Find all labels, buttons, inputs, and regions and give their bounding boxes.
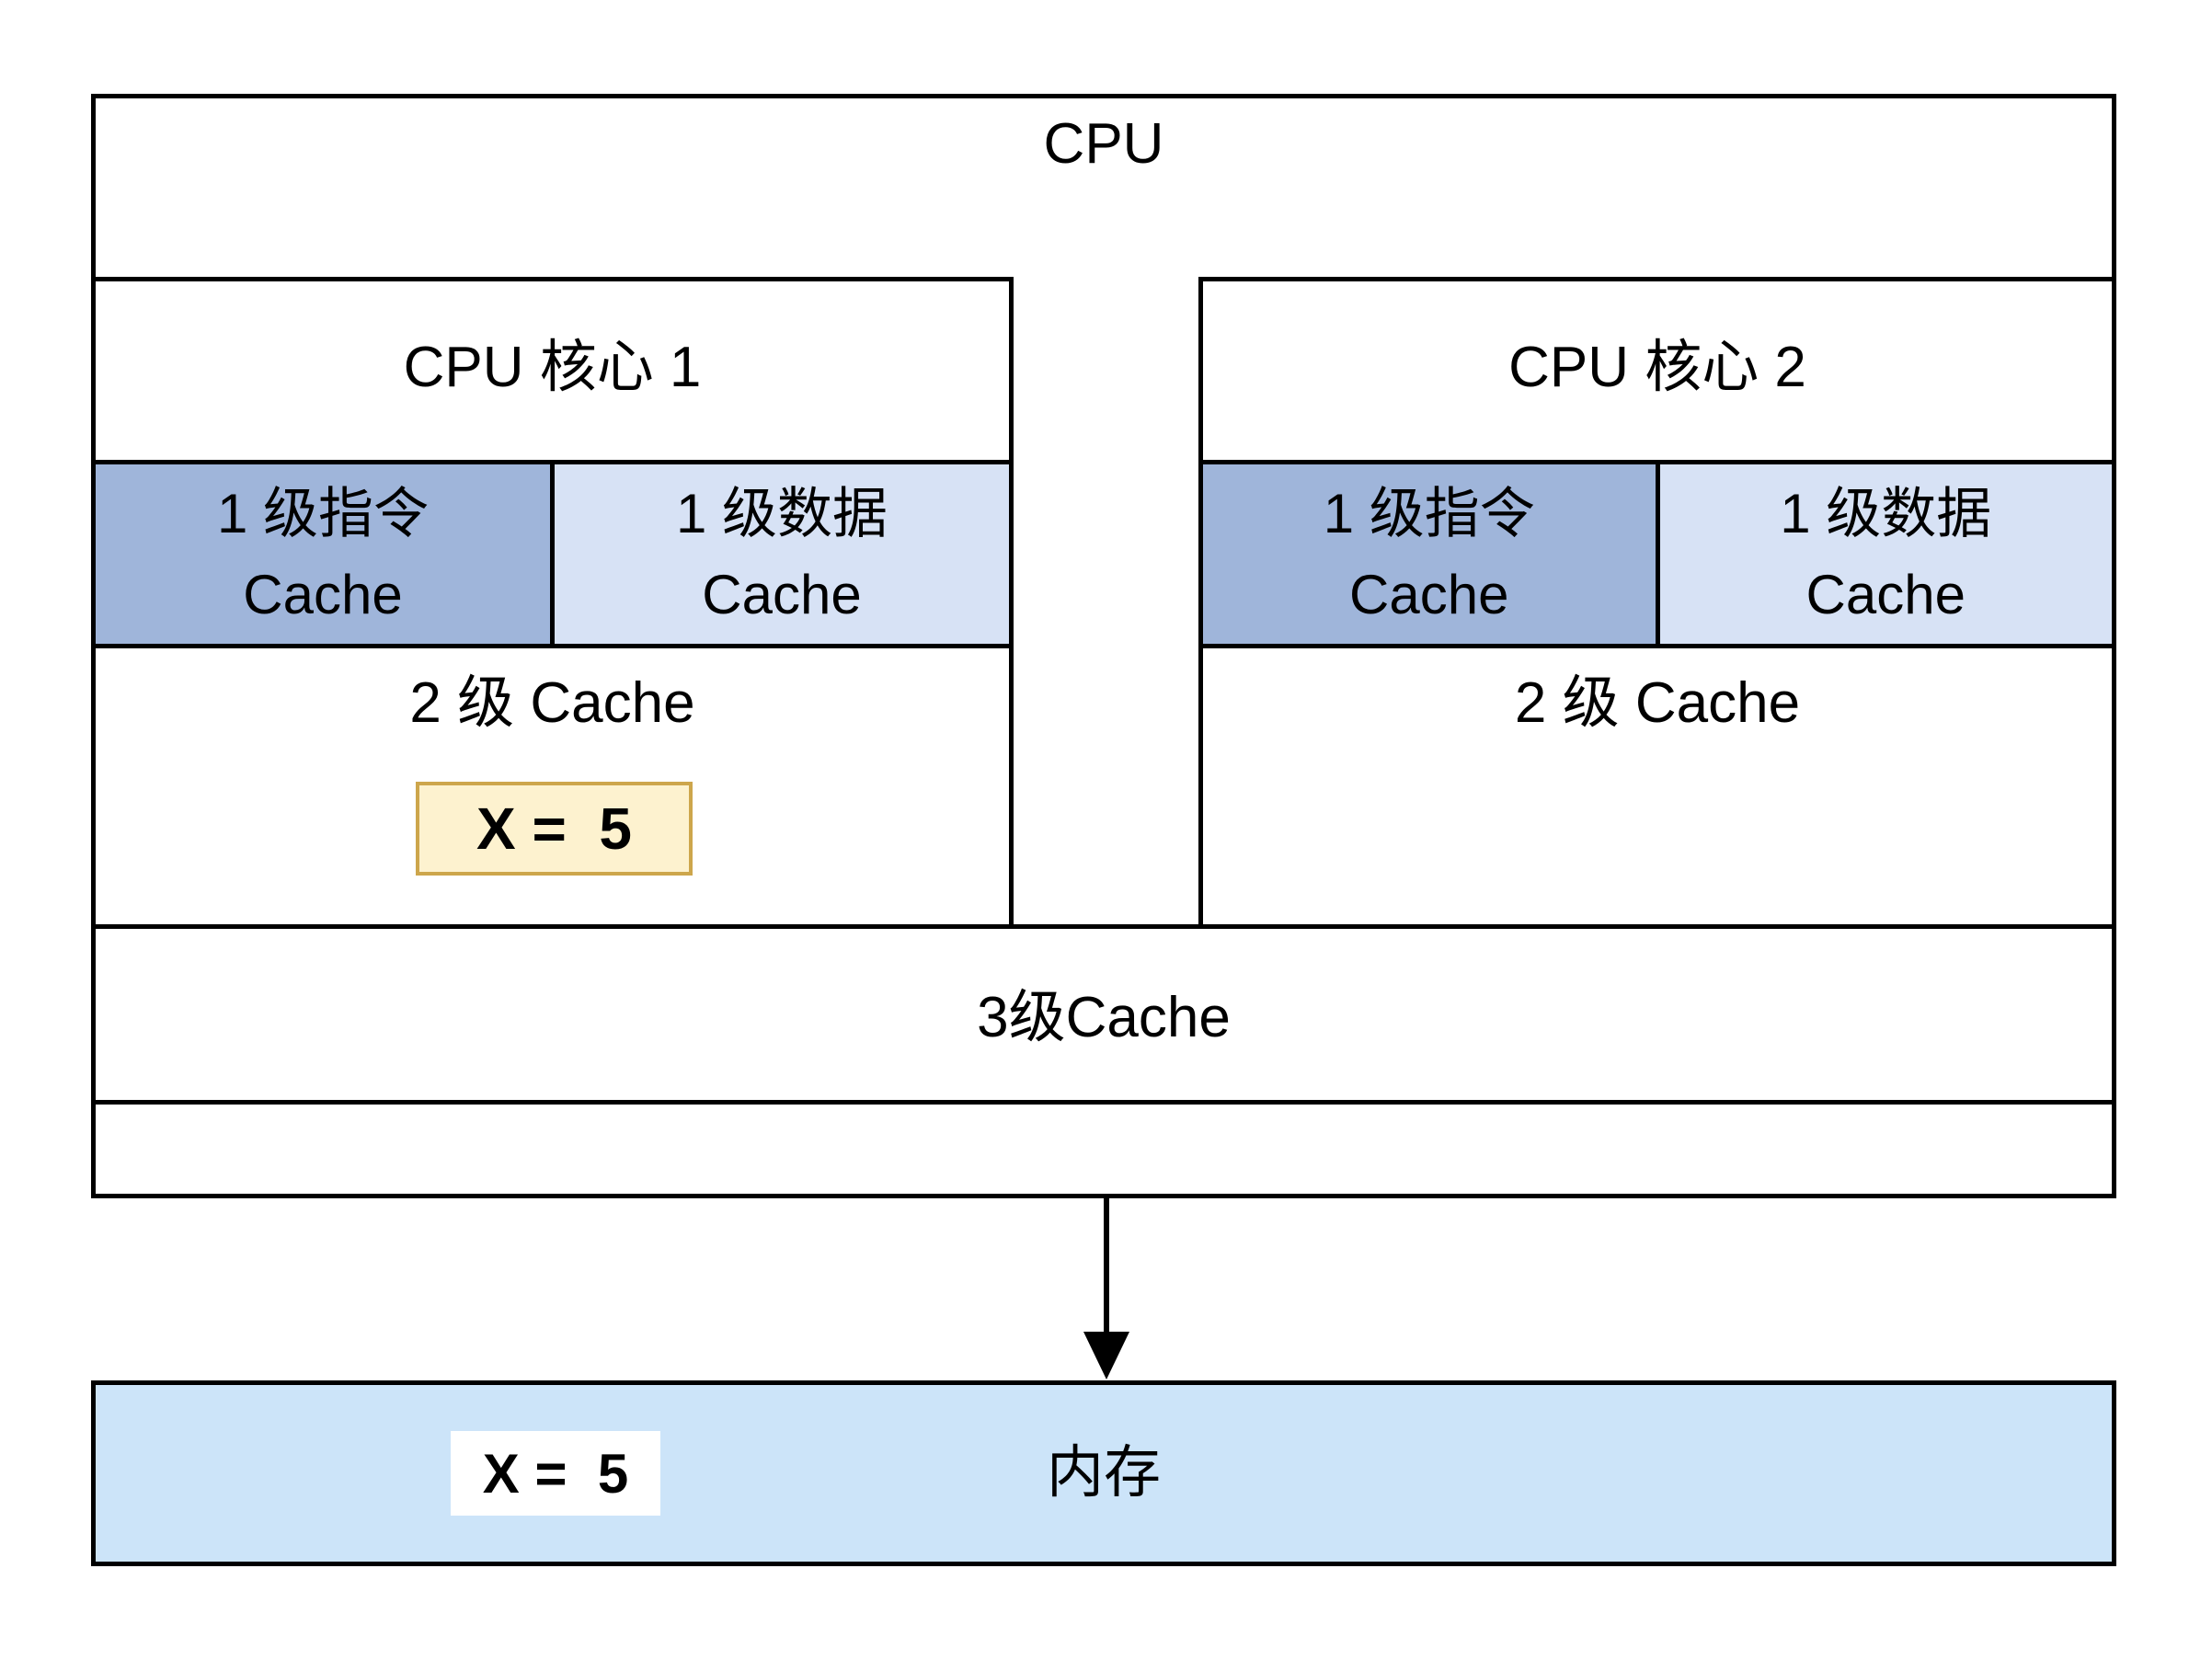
core2-l1-data-line2: Cache — [1805, 563, 1966, 625]
core2-l2-label: 2 级 Cache — [1514, 671, 1801, 736]
core1-l2-cached-value-tag: X = 5 — [416, 782, 693, 876]
core1-l1-data-line2: Cache — [702, 563, 862, 625]
cpu-package-label: CPU — [1043, 112, 1164, 177]
memory-stored-value-tag: X = 5 — [451, 1431, 660, 1516]
core2-l1-data-line1: 1 级数据 — [1780, 482, 1992, 544]
core2-l1-row: 1 级指令 Cache 1 级数据 Cache — [1198, 460, 2116, 648]
l3-top-divider — [91, 924, 2116, 929]
cpu-core1-title: CPU 核心 1 — [403, 336, 702, 400]
core2-l1-instruction-cache-cell: 1 级指令 Cache — [1203, 464, 1656, 644]
core1-l1-data-line1: 1 级数据 — [675, 482, 888, 544]
core2-l1-data-cache-cell: 1 级数据 Cache — [1655, 464, 2112, 644]
cpu-to-memory-arrow-shaft — [1104, 1198, 1109, 1336]
memory-box — [91, 1380, 2116, 1566]
cpu-core2-title: CPU 核心 2 — [1508, 336, 1806, 400]
core1-l1-row: 1 级指令 Cache 1 级数据 Cache — [91, 460, 1014, 648]
l3-bottom-divider — [91, 1100, 2116, 1105]
l3-cache-label: 3级Cache — [977, 986, 1231, 1050]
core1-l1-data-cache-cell: 1 级数据 Cache — [550, 464, 1009, 644]
core1-l1-instruction-line2: Cache — [243, 563, 403, 625]
core2-l1-instruction-line2: Cache — [1349, 563, 1509, 625]
core1-l2-label: 2 级 Cache — [409, 671, 695, 736]
core2-l1-instruction-line1: 1 级指令 — [1323, 482, 1535, 544]
memory-label: 内存 — [1046, 1441, 1161, 1505]
cpu-to-memory-arrow-head-icon — [1083, 1332, 1129, 1380]
core1-l1-instruction-cache-cell: 1 级指令 Cache — [96, 464, 550, 644]
core1-l1-instruction-line1: 1 级指令 — [216, 482, 430, 544]
